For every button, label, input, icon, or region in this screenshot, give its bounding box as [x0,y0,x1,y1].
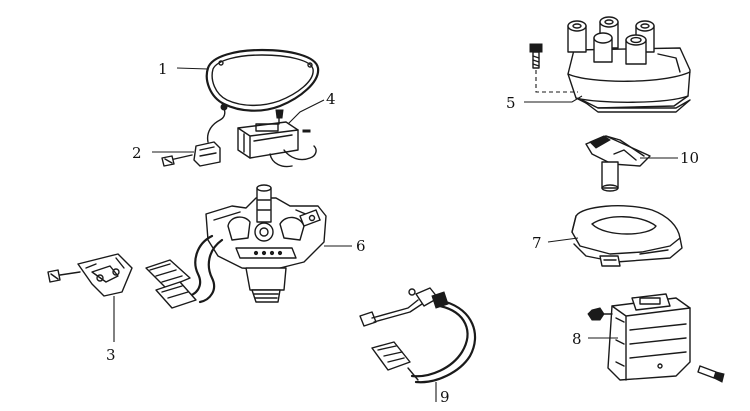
callout-8: 8 [572,330,582,348]
callout-1: 1 [158,60,168,78]
callout-9: 9 [440,388,450,406]
part-9-wiring-harness: 9 [359,287,476,406]
part-4-igniter-module: 4 [237,90,336,168]
part-2-pickup-assembly: 2 [132,103,228,167]
part-8-ignition-coil: 8 [572,293,725,383]
callout-10: 10 [680,149,699,167]
part-1-gasket: 1 [158,48,320,112]
callout-6: 6 [356,237,366,255]
part-6-distributor-housing: 6 [145,184,366,309]
callout-5: 5 [506,94,516,112]
part-3-bracket: 3 [47,253,133,364]
callout-3: 3 [106,346,116,364]
part-5-distributor-cap: 5 [506,16,691,113]
part-10-rotor: 10 [585,135,699,192]
callout-7: 7 [532,234,542,252]
part-7-dust-shield: 7 [532,205,683,267]
callout-4: 4 [326,90,336,108]
callout-2: 2 [132,144,142,162]
